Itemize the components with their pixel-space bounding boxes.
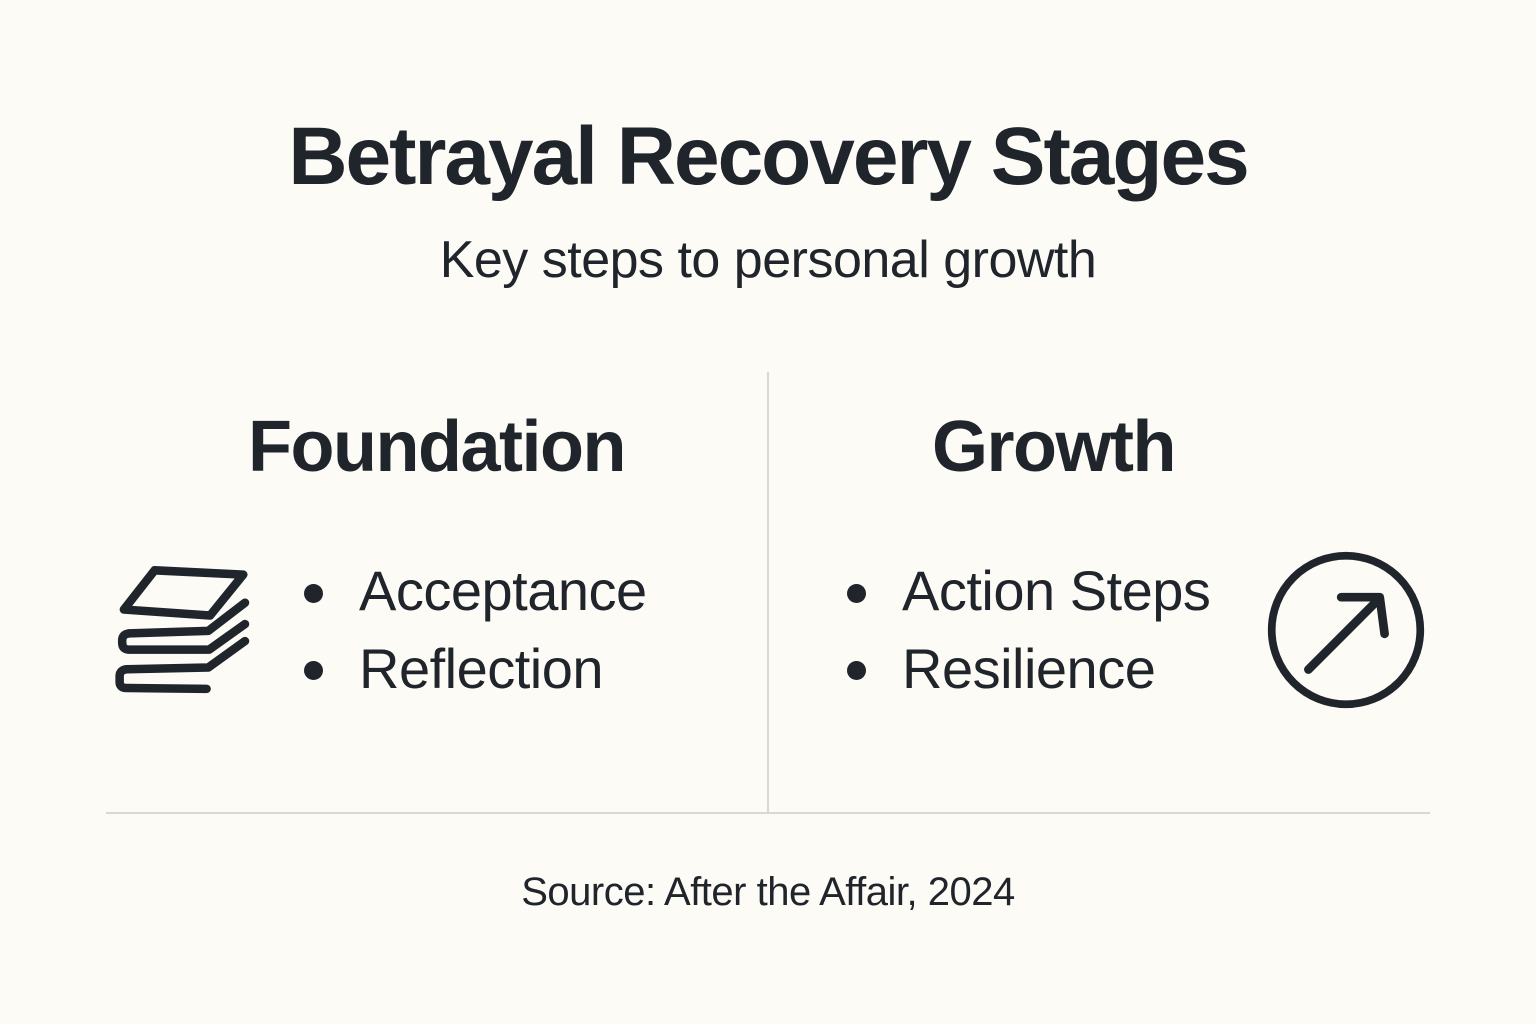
bullet-dot — [304, 661, 323, 681]
growth-content-grid: Growth Action Steps Resilience — [769, 372, 1430, 715]
list-item-label: Action Steps — [902, 559, 1211, 623]
list-item-label: Reflection — [359, 636, 604, 700]
stacked-layers-icon — [106, 546, 268, 714]
bullet-dot — [847, 661, 866, 681]
list-item: Action Steps — [847, 560, 1260, 622]
growth-column: Growth Action Steps Resilience — [769, 372, 1430, 812]
horizontal-divider — [106, 812, 1430, 815]
two-column-section: Foundation Acceptance — [106, 372, 1430, 813]
list-item: Acceptance — [304, 560, 647, 622]
list-item: Reflection — [304, 638, 647, 700]
growth-list: Action Steps Resilience — [847, 544, 1260, 715]
list-item-label: Resilience — [902, 636, 1156, 700]
growth-heading: Growth — [932, 407, 1176, 488]
page-subtitle: Key steps to personal growth — [439, 231, 1097, 290]
header: Betrayal Recovery Stages Key steps to pe… — [0, 0, 1536, 290]
foundation-column: Foundation Acceptance — [106, 372, 767, 812]
foundation-content-row: Acceptance Reflection — [106, 544, 767, 715]
arrow-up-right-circle-icon — [1264, 548, 1428, 712]
footer: Source: After the Affair, 2024 — [0, 870, 1536, 915]
foundation-list: Acceptance Reflection — [304, 544, 647, 715]
vertical-divider — [767, 372, 769, 813]
bullet-dot — [304, 583, 323, 603]
page-title: Betrayal Recovery Stages — [288, 111, 1249, 202]
source-text: Source: After the Affair, 2024 — [521, 870, 1015, 915]
list-item: Resilience — [847, 638, 1260, 700]
list-item-label: Acceptance — [359, 559, 647, 623]
bullet-dot — [847, 583, 866, 603]
foundation-heading: Foundation — [248, 407, 626, 488]
